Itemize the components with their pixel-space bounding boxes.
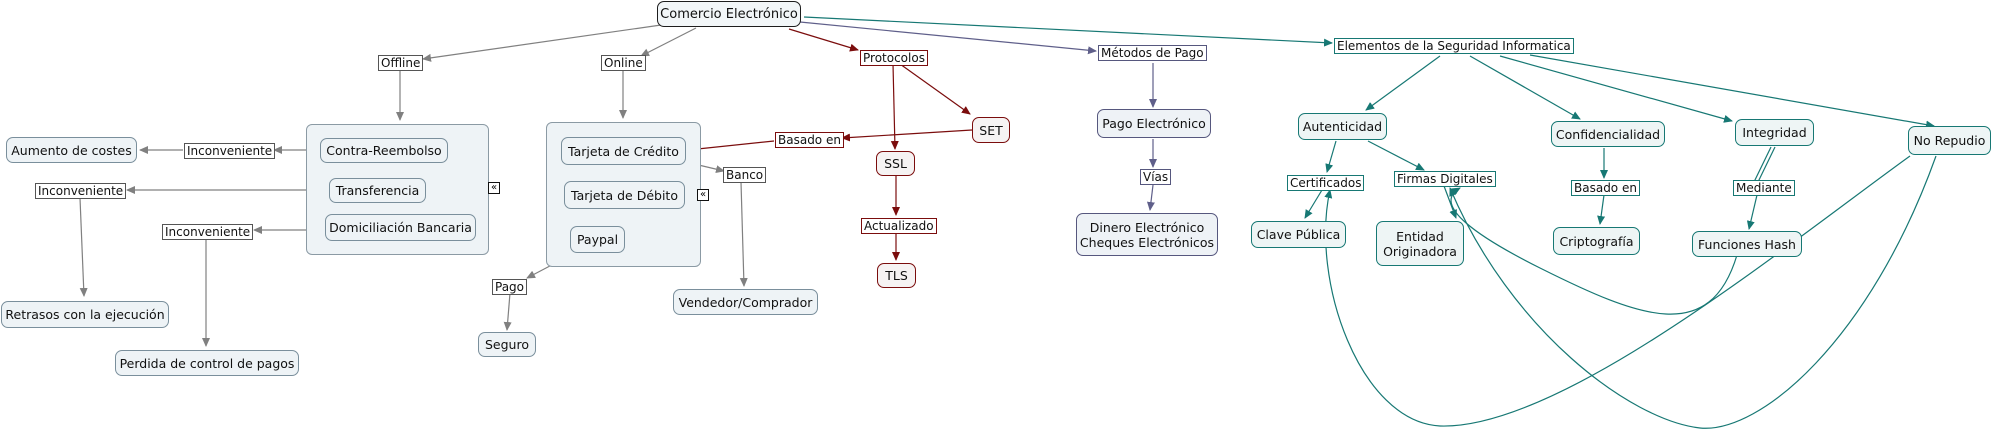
edge-root-protocolos	[788, 28, 859, 52]
collapse-icon[interactable]: «	[488, 182, 500, 194]
edge-root-online	[640, 27, 697, 57]
collapse-icon[interactable]: «	[697, 189, 709, 201]
node-vendedor-comprador[interactable]: Vendedor/Comprador	[673, 289, 818, 315]
node-confidencialidad[interactable]: Confidencialidad	[1551, 121, 1665, 147]
edge-basado-criptografia	[1597, 194, 1606, 225]
label-vias: Vías	[1140, 169, 1172, 185]
label-protocolos: Protocolos	[860, 50, 928, 66]
node-aumento-de-costes[interactable]: Aumento de costes	[6, 137, 137, 163]
edge-autenticidad-firmas	[1367, 140, 1425, 171]
edge-norepudio-certificados	[1324, 155, 1911, 427]
node-domiciliacion-bancaria[interactable]: Domiciliación Bancaria	[325, 214, 476, 241]
edge-certificados-clave	[1304, 189, 1323, 219]
edge-mediante-hash	[1746, 194, 1758, 230]
edge-norepudio-firmas	[1449, 155, 1937, 429]
label-certificados: Certificados	[1287, 175, 1365, 191]
label-basado-en: Basado en	[1571, 180, 1640, 196]
edge-pago-seguro	[503, 292, 512, 331]
node-perdida-de-control-de-pagos[interactable]: Perdida de control de pagos	[115, 350, 299, 376]
label-elementos-seguridad-informatica: Elementos de la Seguridad Informatica	[1334, 38, 1574, 54]
node-set[interactable]: SET	[972, 117, 1010, 143]
node-tarjeta-de-credito[interactable]: Tarjeta de Crédito	[561, 137, 686, 165]
label-metodos-de-pago: Métodos de Pago	[1098, 45, 1207, 61]
edge-elementos-autenticidad	[1365, 55, 1441, 111]
edge-autenticidad-certificados	[1325, 140, 1337, 173]
label-banco: Banco	[723, 167, 767, 183]
edge-root-offline	[422, 23, 669, 62]
node-criptografia[interactable]: Criptografía	[1553, 227, 1640, 255]
label-pago: Pago	[492, 279, 528, 295]
node-tarjeta-de-debito[interactable]: Tarjeta de Débito	[564, 181, 685, 209]
label-offline: Offline	[378, 55, 424, 71]
node-tls[interactable]: TLS	[877, 263, 916, 288]
node-autenticidad[interactable]: Autenticidad	[1298, 113, 1387, 140]
label-inconveniente: Inconveniente	[35, 183, 127, 199]
node-contra-reembolso[interactable]: Contra-Reembolso	[320, 138, 448, 163]
edge-elementos-no-repudio	[1529, 54, 1935, 129]
node-ssl[interactable]: SSL	[876, 151, 915, 176]
edge-firmas-entidad	[1443, 185, 1457, 219]
node-comercio-electronico[interactable]: Comercio Electrónico	[657, 1, 801, 27]
node-seguro[interactable]: Seguro	[478, 332, 536, 357]
node-pago-electronico[interactable]: Pago Electrónico	[1097, 109, 1211, 138]
edge-protocolos-ssl	[890, 63, 899, 150]
edge-root-elementos	[803, 16, 1333, 47]
node-funciones-hash[interactable]: Funciones Hash	[1692, 231, 1802, 257]
edge-integridad-mediante-a	[1757, 146, 1776, 183]
label-inconveniente: Inconveniente	[162, 224, 254, 240]
label-firmas-digitales: Firmas Digitales	[1394, 171, 1496, 187]
node-paypal[interactable]: Paypal	[570, 226, 625, 253]
edge-banco-vendedor	[739, 181, 748, 287]
label-mediante: Mediante	[1733, 180, 1795, 196]
node-entidad-originadora[interactable]: Entidad Originadora	[1376, 221, 1464, 266]
edge-basado-credito	[687, 140, 775, 154]
label-inconveniente: Inconveniente	[184, 143, 276, 159]
node-clave-publica[interactable]: Clave Pública	[1251, 221, 1346, 248]
label-basado-en: Basado en	[775, 132, 844, 148]
edge-integridad-mediante-b	[1753, 146, 1772, 183]
edge-vias-dinero	[1146, 184, 1155, 211]
edge-root-metodos	[799, 21, 1097, 55]
node-transferencia[interactable]: Transferencia	[329, 178, 426, 203]
edge-set-basado	[841, 129, 973, 142]
edge-inconv-retrasos	[79, 197, 88, 297]
edge-elementos-confidencialidad	[1469, 55, 1581, 120]
node-dinero-cheques-electronicos[interactable]: Dinero Electrónico Cheques Electrónicos	[1076, 213, 1218, 256]
label-online: Online	[601, 55, 646, 71]
edge-elementos-integridad	[1499, 55, 1733, 123]
node-integridad[interactable]: Integridad	[1735, 119, 1814, 146]
node-retrasos-con-la-ejecucion[interactable]: Retrasos con la ejecución	[1, 301, 169, 328]
edge-protocolos-set	[899, 63, 971, 115]
label-actualizado: Actualizado	[861, 218, 937, 234]
node-no-repudio[interactable]: No Repudio	[1908, 126, 1991, 155]
